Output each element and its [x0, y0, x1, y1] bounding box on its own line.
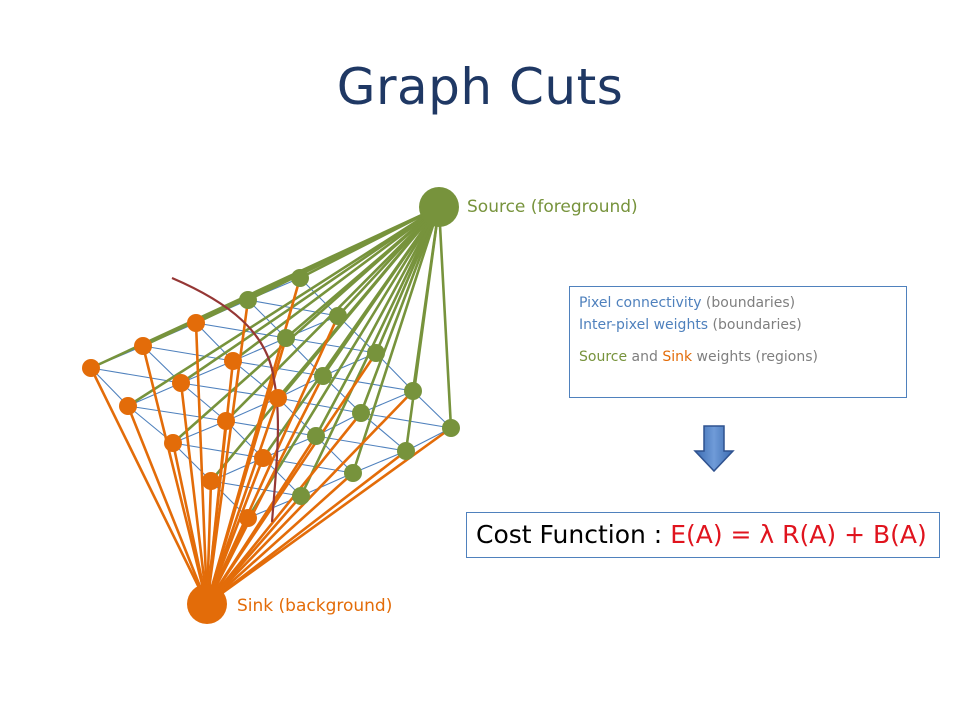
background-pixel-node [187, 314, 205, 332]
background-pixel-node [134, 337, 152, 355]
mesh-edge [300, 472, 354, 497]
cut-curve [171, 276, 280, 523]
sink-label: Sink (background) [237, 596, 393, 616]
foreground-pixel-node [239, 291, 257, 309]
mesh-edge [262, 457, 354, 474]
foreground-pixel-node [277, 329, 295, 347]
foreground-pixel-node [404, 382, 422, 400]
down-arrow-icon [693, 425, 735, 473]
background-pixel-node [164, 434, 182, 452]
mesh-edge [322, 375, 414, 392]
mesh-edge [195, 322, 287, 339]
source-link [359, 205, 441, 415]
foreground-pixel-node [307, 427, 325, 445]
source-link [126, 205, 441, 408]
cost-function-label: Cost Function : [476, 520, 671, 549]
cost-function-box: Cost Function : E(A) = λ R(A) + B(A) [466, 512, 940, 558]
foreground-pixel-node [314, 367, 332, 385]
source-link [231, 205, 441, 363]
source-link [437, 205, 453, 430]
source-link [246, 205, 441, 520]
source-link [351, 205, 441, 475]
mesh-edge [232, 337, 287, 362]
cost-function-equation: E(A) = λ R(A) + B(A) [670, 520, 927, 549]
mesh-edge [210, 480, 302, 497]
mesh-edge [360, 412, 407, 452]
background-pixel-node [119, 397, 137, 415]
sink-link [205, 479, 213, 606]
sink-link [205, 471, 355, 606]
sink-link [205, 411, 363, 606]
sink-link [205, 298, 250, 606]
sink-link [126, 404, 209, 606]
foreground-pixel-node [291, 269, 309, 287]
source-link [314, 205, 441, 438]
sink-link [179, 381, 209, 606]
sink-link [205, 419, 228, 606]
source-link [171, 205, 441, 445]
sink-link [205, 336, 288, 606]
foreground-pixel-node [329, 307, 347, 325]
foreground-pixel-node [352, 404, 370, 422]
mesh-edge [277, 397, 362, 414]
background-pixel-node [217, 412, 235, 430]
legend-line-terminal-weights: Source and Sink weights (regions) [579, 349, 818, 365]
foreground-pixel-node [344, 464, 362, 482]
mesh-edge [180, 382, 227, 422]
sink-link [205, 494, 303, 606]
background-pixel-node [254, 449, 272, 467]
source-link [404, 205, 441, 453]
source-link [179, 205, 441, 385]
sink-link [205, 389, 415, 606]
source-node [419, 187, 459, 227]
mesh-edge [127, 405, 227, 422]
foreground-pixel-node [367, 344, 385, 362]
foreground-pixel-node [397, 442, 415, 460]
legend-line-connectivity: Pixel connectivity (boundaries) [579, 295, 796, 311]
terminal-edges [89, 205, 453, 606]
mesh-edge [352, 450, 407, 474]
mesh-edge [180, 360, 234, 384]
background-pixel-node [269, 389, 287, 407]
pixel-nodes [82, 269, 460, 527]
sink-link [205, 434, 318, 606]
background-pixel-node [202, 472, 220, 490]
sink-link [205, 456, 265, 606]
foreground-pixel-node [292, 487, 310, 505]
background-pixel-node [224, 352, 242, 370]
source-label: Source (foreground) [467, 197, 638, 217]
foreground-pixel-node [442, 419, 460, 437]
mesh-edge [360, 390, 414, 414]
mesh-edge [360, 412, 452, 429]
sink-link [141, 344, 209, 606]
background-pixel-node [239, 509, 257, 527]
legend-line-weights: Inter-pixel weights (boundaries) [579, 317, 802, 333]
sink-node [187, 584, 227, 624]
background-pixel-node [82, 359, 100, 377]
mesh-edge [262, 435, 317, 459]
sink-link [89, 366, 209, 606]
source-link [298, 205, 441, 280]
sink-link [171, 441, 209, 606]
background-pixel-node [172, 374, 190, 392]
sink-link [194, 321, 209, 606]
slide-title: Graph Cuts [336, 58, 624, 116]
mesh-edge [225, 397, 279, 422]
legend-box: Pixel connectivity (boundaries) Inter-pi… [569, 286, 907, 398]
